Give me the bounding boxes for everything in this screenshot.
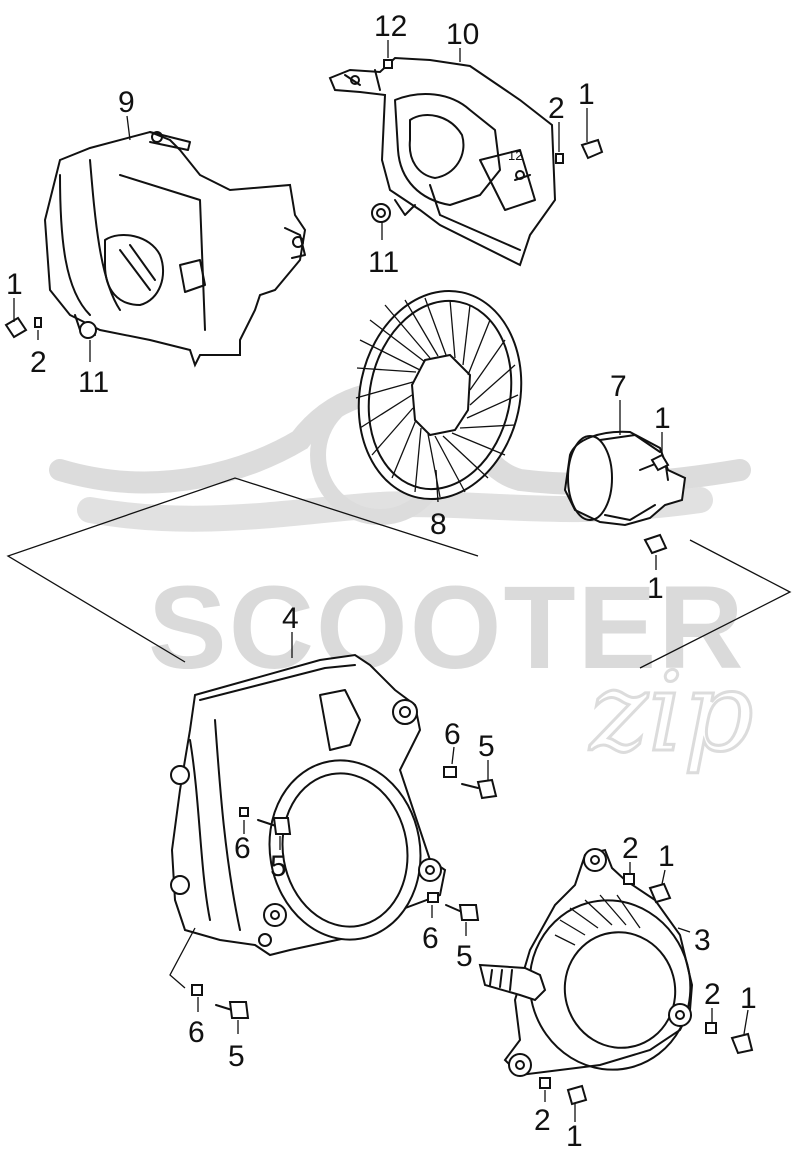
part-10-upper-shroud <box>328 56 557 267</box>
section-divider <box>6 477 792 669</box>
callout-labels: 12 10 2 1 12 11 9 1 2 11 7 1 8 1 4 6 5 6… <box>6 10 757 1151</box>
callout-11-left: 11 <box>78 366 109 399</box>
callout-5-a: 5 <box>478 730 495 763</box>
part-3-recoil-starter <box>478 848 694 1077</box>
callout-1-right-3b: 1 <box>740 982 757 1015</box>
callout-11-mid: 11 <box>368 246 399 279</box>
callout-1-right-7a: 1 <box>654 402 671 435</box>
callout-10: 10 <box>446 18 479 51</box>
hardware <box>4 59 754 1106</box>
callout-7: 7 <box>610 370 627 403</box>
watermark-suffix: zip <box>588 648 754 776</box>
callout-5-b: 5 <box>270 850 287 883</box>
callout-6-c: 6 <box>422 922 439 955</box>
leader-lines <box>13 40 749 1122</box>
callout-2-top: 2 <box>548 92 565 125</box>
callout-1-top: 1 <box>578 78 595 111</box>
part-9-left-shroud <box>43 130 307 368</box>
callout-9: 9 <box>118 86 135 119</box>
callout-1-right-7b: 1 <box>647 572 664 605</box>
callout-6-b: 6 <box>234 832 251 865</box>
part-8-cooling-fan <box>355 289 523 501</box>
callout-8: 8 <box>430 508 447 541</box>
callout-1-bottom: 1 <box>566 1120 583 1151</box>
callout-3: 3 <box>694 924 711 957</box>
callout-6-a: 6 <box>444 718 461 751</box>
callout-1-left: 1 <box>6 268 23 301</box>
watermark-brand: SCOOTER <box>148 562 746 694</box>
callout-6-d: 6 <box>188 1016 205 1049</box>
callout-2-right-3a: 2 <box>622 832 639 865</box>
callout-1-right-3a: 1 <box>658 840 675 873</box>
callout-2-right-3b: 2 <box>704 978 721 1011</box>
callout-12-top: 12 <box>374 10 407 43</box>
part-7-air-duct <box>563 430 687 527</box>
callout-12-inner: 12 <box>508 148 522 163</box>
callout-2-bottom: 2 <box>534 1104 551 1137</box>
part-4-fan-cover <box>170 653 447 957</box>
callout-2-left: 2 <box>30 346 47 379</box>
callout-5-d: 5 <box>228 1040 245 1073</box>
callout-4: 4 <box>282 602 299 635</box>
callout-5-c: 5 <box>456 940 473 973</box>
